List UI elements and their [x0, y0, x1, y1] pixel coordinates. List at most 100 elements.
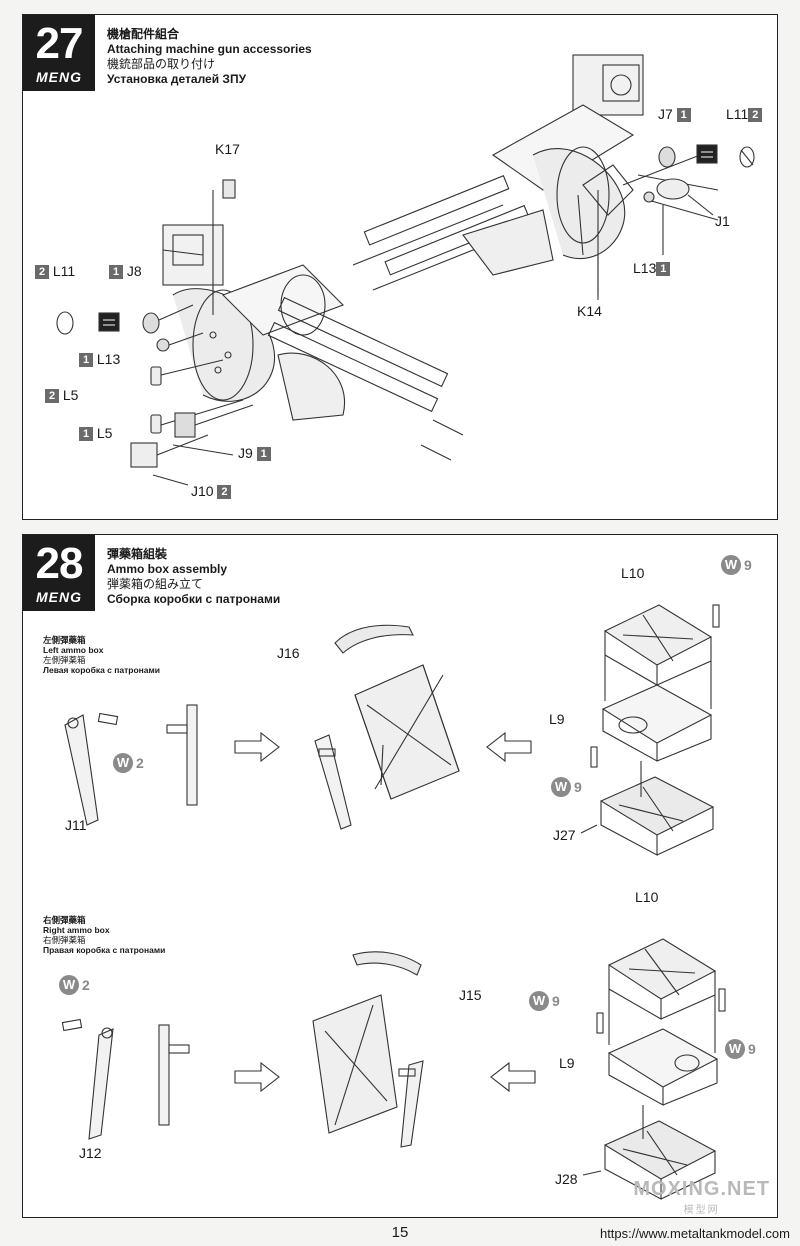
flip-icon-left: [98, 312, 120, 332]
label-l5-b: 1 L5: [79, 425, 112, 441]
part-w2-clip-a: [97, 712, 119, 726]
label-j16: J16: [277, 645, 300, 661]
qty-box: 1: [79, 427, 93, 441]
paint-drop-icon: W: [721, 555, 741, 575]
label-l5-a: 2 L5: [45, 387, 78, 403]
step-27-panel: 27 MENG 機槍配件組合 Attaching machine gun acc…: [22, 14, 778, 520]
part-l10-top-b: [607, 938, 717, 1020]
label-l9-a: L9: [549, 711, 565, 727]
ammo-box-left: [334, 624, 460, 800]
paint-drop-icon: W: [113, 753, 133, 773]
step-28-titles: 彈藥箱組裝 Ammo box assembly 弾薬箱の組み立て Сборка …: [107, 547, 280, 607]
title-ru: Сборка коробки с патронами: [107, 592, 281, 606]
lower-gun-mount: [162, 224, 464, 461]
title-cn: 彈藥箱組裝: [107, 547, 168, 561]
part-k17: [212, 179, 236, 315]
upper-gun-mount: [352, 54, 719, 295]
qty-box: 1: [79, 353, 93, 367]
part-j9-box: [174, 404, 254, 438]
qty-box: 2: [35, 265, 49, 279]
step-number: 27: [35, 19, 84, 68]
part-l10-top-a: [603, 604, 713, 686]
part-j11-rod-b: [166, 704, 198, 806]
part-j11-insert: [314, 734, 352, 830]
part-w2-clip-b: [61, 1018, 83, 1032]
step-number: 28: [35, 539, 84, 588]
label-j11: J11: [65, 817, 87, 833]
part-l9-mid-b: [607, 1028, 719, 1106]
title-en: Attaching machine gun accessories: [107, 42, 312, 56]
assembly-arrow-2: [486, 731, 532, 763]
label-k14: K14: [577, 303, 602, 319]
part-j12-rod-a: [88, 1027, 114, 1140]
assembly-arrow-4: [490, 1061, 536, 1093]
label-l13-left: 1 L13: [79, 351, 120, 367]
source-url[interactable]: https://www.metaltankmodel.com: [599, 1226, 790, 1241]
label-l11-left: 2 L11: [35, 263, 75, 279]
qty-box: 1: [109, 265, 123, 279]
label-j9: J9 1: [238, 445, 271, 461]
part-j12-rod-b: [158, 1024, 190, 1126]
assembly-arrow-3: [234, 1061, 280, 1093]
label-j15: J15: [459, 987, 482, 1003]
qty-box: 2: [217, 485, 232, 499]
part-l11-clip-right: [739, 146, 755, 168]
part-l9-mid-a: [601, 684, 713, 762]
machine-gun-assembly-drawing: [56, 54, 755, 486]
brand-logo: MENG: [36, 69, 82, 85]
part-w9-pins-b: [596, 988, 726, 1034]
qty-box: 1: [676, 108, 691, 122]
title-en: Ammo box assembly: [107, 562, 228, 576]
brand-logo: MENG: [36, 589, 82, 605]
step-28-badge: 28 MENG: [23, 535, 95, 611]
part-j1-disc: [656, 178, 690, 200]
part-w9-pins-a: [590, 604, 720, 768]
ammo-box-right: [312, 951, 422, 1134]
part-j12-insert: [398, 1060, 424, 1148]
label-j1: J1: [715, 213, 730, 229]
paint-drop-icon: W: [59, 975, 79, 995]
qty-box: 1: [256, 447, 271, 461]
part-l11-clip-left: [56, 311, 74, 335]
qty-box: 2: [748, 108, 763, 122]
part-j7-ring: [658, 146, 676, 168]
watermark: MOXING.NET 模型网: [633, 1178, 770, 1216]
label-j7: J7 1: [658, 106, 691, 122]
part-j28-base: [603, 1120, 717, 1200]
flip-icon-right: [696, 144, 718, 164]
page-number: 15: [391, 1224, 409, 1241]
part-l5-b: [150, 399, 244, 434]
part-l13-left: [156, 332, 204, 352]
part-j27-base: [599, 776, 715, 856]
step-27-titles: 機槍配件組合 Attaching machine gun accessories…: [107, 27, 312, 87]
label-j27: J27: [553, 827, 576, 843]
title-ja: 弾薬箱の組み立て: [107, 577, 204, 591]
part-l13-right: [643, 191, 655, 203]
qty-box: 1: [656, 262, 671, 276]
part-j8-ring: [142, 304, 194, 334]
paint-drop-icon: W: [551, 777, 571, 797]
title-ru: Установка деталей ЗПУ: [107, 72, 247, 86]
part-j11-rod-a: [64, 714, 99, 826]
paint-drop-icon: W: [529, 991, 549, 1011]
right-ammo-box-caption: 右側彈藥箱 Right ammo box 右側弾薬箱 Правая коробк…: [43, 915, 166, 955]
label-j8: 1 J8: [109, 263, 142, 279]
label-j12: J12: [79, 1145, 102, 1161]
label-l9-b: L9: [559, 1055, 575, 1071]
step-27-badge: 27 MENG: [23, 15, 95, 91]
label-k17: K17: [215, 141, 240, 157]
label-j28: J28: [555, 1171, 578, 1187]
part-l5-a: [150, 359, 224, 386]
label-j10: J10 2: [191, 483, 232, 499]
title-cn: 機槍配件組合: [107, 27, 180, 41]
label-l10-a: L10: [621, 565, 645, 581]
left-ammo-box-caption: 左側彈藥箱 Left ammo box 左側弾薬箱 Левая коробка …: [43, 635, 161, 675]
